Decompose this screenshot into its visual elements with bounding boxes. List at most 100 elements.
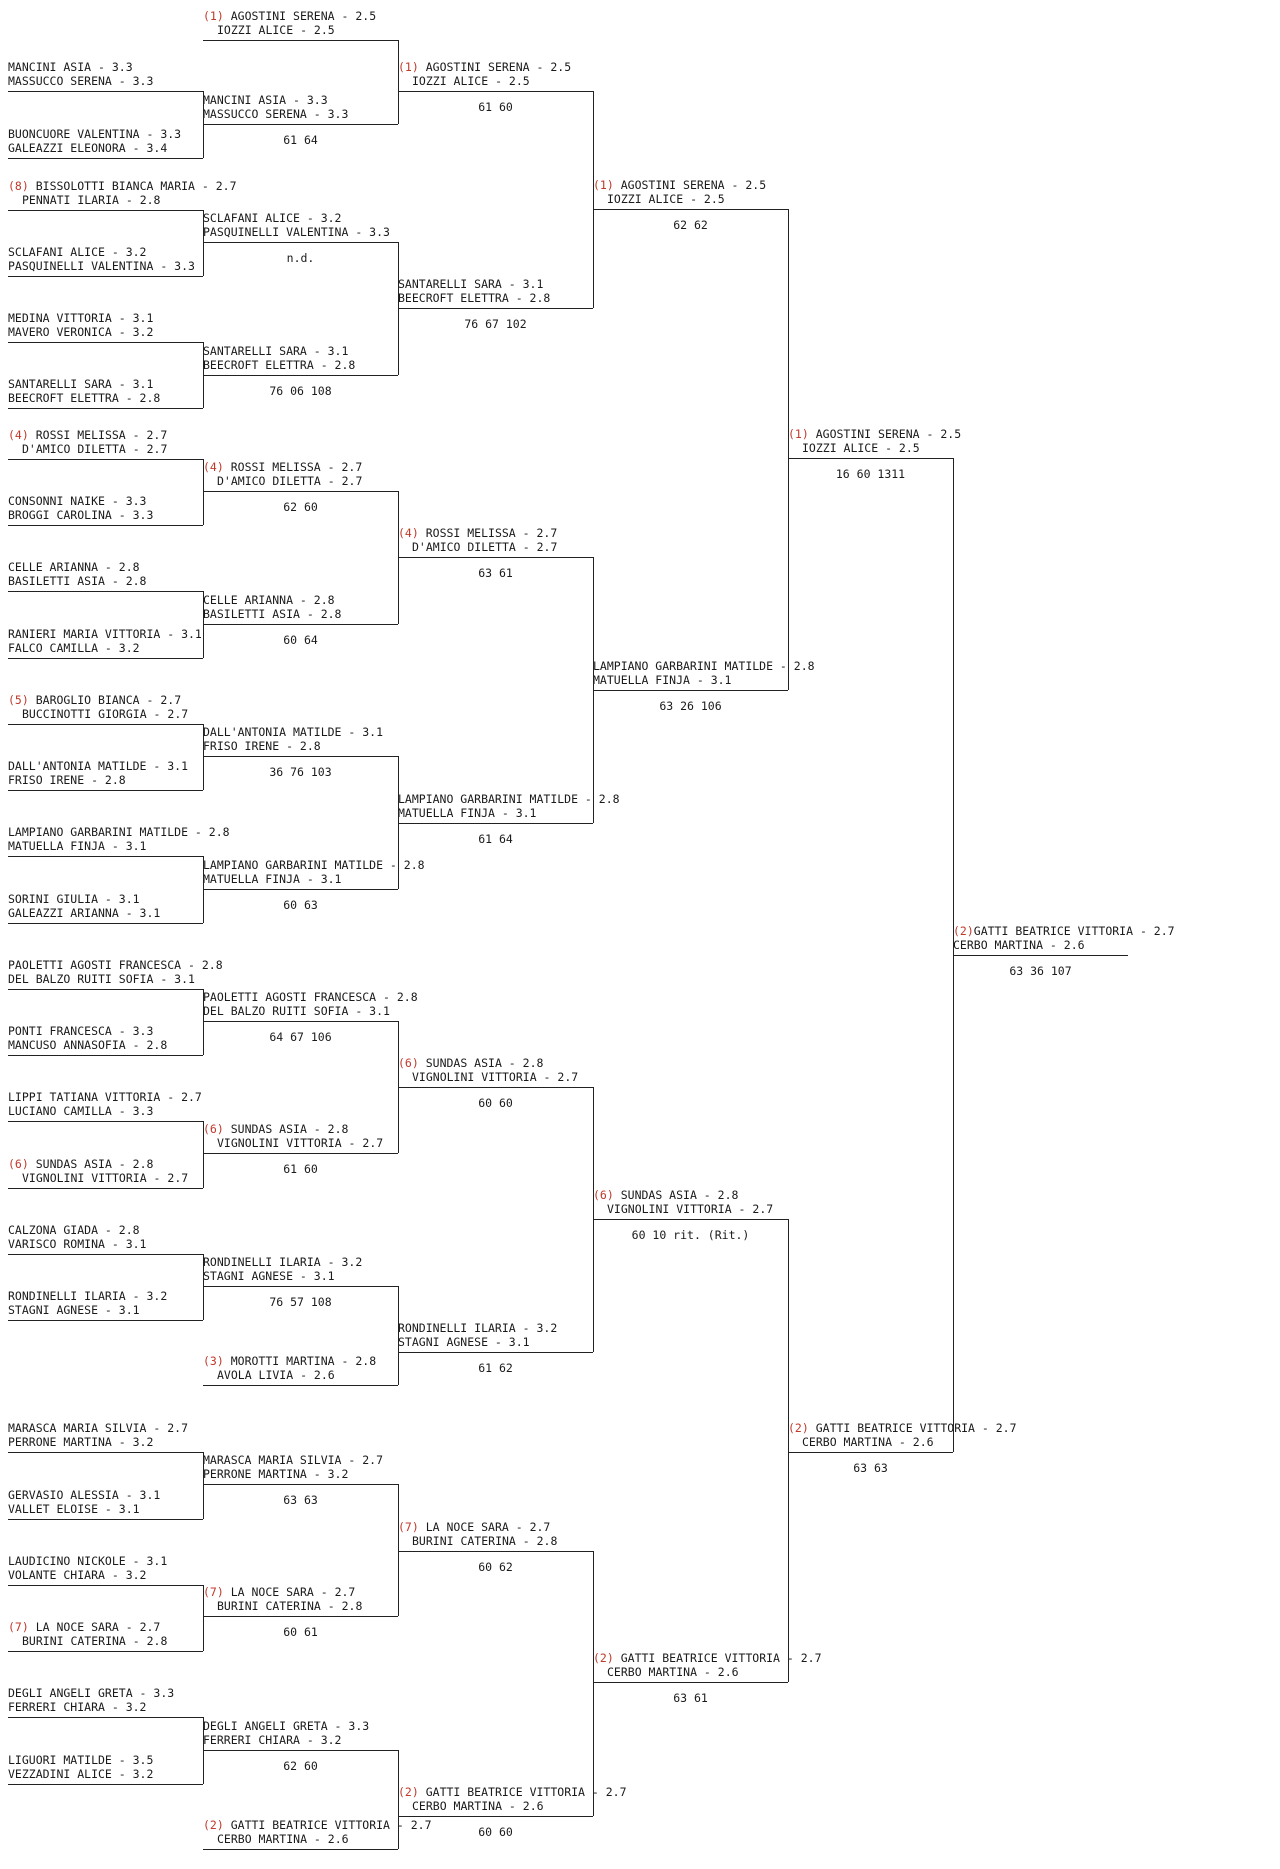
match-score: 62 62 xyxy=(673,218,708,232)
slot-underline xyxy=(8,459,203,460)
match-score: 61 64 xyxy=(283,133,318,147)
player-name: LAMPIANO GARBARINI MATILDE - 2.8 xyxy=(203,858,425,872)
player-name-text: CERBO MARTINA - 2.6 xyxy=(607,1665,739,1679)
slot-underline xyxy=(203,889,398,890)
player-name-text: MOROTTI MARTINA - 2.8 xyxy=(230,1354,377,1368)
bracket-connector xyxy=(953,458,954,1452)
player-name-text: PAOLETTI AGOSTI FRANCESCA - 2.8 xyxy=(8,958,223,972)
player-name-text: BEECROFT ELETTRA - 2.8 xyxy=(203,358,356,372)
player-name-text: GATTI BEATRICE VITTORIA - 2.7 xyxy=(815,1421,1017,1435)
player-name: LUCIANO CAMILLA - 3.3 xyxy=(8,1104,202,1118)
bracket-connector xyxy=(203,1254,204,1320)
player-name-text: VIGNOLINI VITTORIA - 2.7 xyxy=(412,1070,579,1084)
slot-underline xyxy=(203,756,398,757)
player-name: BURINI CATERINA - 2.8 xyxy=(398,1534,557,1548)
player-name: BASILETTI ASIA - 2.8 xyxy=(203,607,341,621)
player-name-text: AVOLA LIVIA - 2.6 xyxy=(217,1368,335,1382)
player-name-text: CELLE ARIANNA - 2.8 xyxy=(8,560,140,574)
bracket-connector xyxy=(593,557,594,823)
player-name: BEECROFT ELETTRA - 2.8 xyxy=(398,291,550,305)
player-name-text: PASQUINELLI VALENTINA - 3.3 xyxy=(8,259,195,273)
player-name: IOZZI ALICE - 2.5 xyxy=(593,192,766,206)
match-score: 63 36 107 xyxy=(1009,964,1072,978)
player-name: (2) GATTI BEATRICE VITTORIA - 2.7 xyxy=(593,1651,822,1665)
player-name: FALCO CAMILLA - 3.2 xyxy=(8,641,202,655)
slot-underline xyxy=(8,724,203,725)
player-name-text: CERBO MARTINA - 2.6 xyxy=(953,938,1085,952)
player-name-text: FERRERI CHIARA - 3.2 xyxy=(203,1733,342,1747)
match-score: 60 60 xyxy=(478,1825,513,1839)
player-name-text: MANCINI ASIA - 3.3 xyxy=(203,93,328,107)
player-name-text: CERBO MARTINA - 2.6 xyxy=(412,1799,544,1813)
bracket-connector xyxy=(788,1219,789,1682)
player-name: RANIERI MARIA VITTORIA - 3.1 xyxy=(8,627,202,641)
seed-label: (4) xyxy=(203,460,224,474)
match-score: 64 67 106 xyxy=(269,1030,332,1044)
player-name-text: MATUELLA FINJA - 3.1 xyxy=(593,673,732,687)
player-name-text: PONTI FRANCESCA - 3.3 xyxy=(8,1024,154,1038)
player-name: PERRONE MARTINA - 3.2 xyxy=(8,1435,188,1449)
bracket-connector xyxy=(203,591,204,658)
player-name: BROGGI CAROLINA - 3.3 xyxy=(8,508,153,522)
player-name-text: MASSUCCO SERENA - 3.3 xyxy=(203,107,349,121)
slot-underline xyxy=(8,91,203,92)
player-name: MANCINI ASIA - 3.3 xyxy=(8,60,153,74)
player-name-text: VARISCO ROMINA - 3.1 xyxy=(8,1237,147,1251)
player-name: (7) LA NOCE SARA - 2.7 xyxy=(203,1585,362,1599)
player-name-text: MATUELLA FINJA - 3.1 xyxy=(203,872,342,886)
player-name-text: LA NOCE SARA - 2.7 xyxy=(35,1620,161,1634)
player-name: MARASCA MARIA SILVIA - 2.7 xyxy=(8,1421,188,1435)
slot-underline xyxy=(203,124,398,125)
slot-underline xyxy=(8,1121,203,1122)
player-name: MASSUCCO SERENA - 3.3 xyxy=(8,74,153,88)
bracket-connector xyxy=(398,491,399,624)
player-name: (6) SUNDAS ASIA - 2.8 xyxy=(203,1122,383,1136)
slot-underline xyxy=(8,1519,203,1520)
player-name-text: SCLAFANI ALICE - 3.2 xyxy=(203,211,342,225)
player-name-text: LUCIANO CAMILLA - 3.3 xyxy=(8,1104,154,1118)
player-name-text: SANTARELLI SARA - 3.1 xyxy=(203,344,349,358)
player-name-text: D'AMICO DILETTA - 2.7 xyxy=(217,474,363,488)
slot-underline xyxy=(398,1551,593,1552)
player-name-text: RANIERI MARIA VITTORIA - 3.1 xyxy=(8,627,202,641)
player-name: PERRONE MARTINA - 3.2 xyxy=(203,1467,383,1481)
slot-underline xyxy=(8,525,203,526)
player-name: MAVERO VERONICA - 3.2 xyxy=(8,325,153,339)
player-name: RONDINELLI ILARIA - 3.2 xyxy=(203,1255,362,1269)
bracket-connector xyxy=(398,1021,399,1153)
player-name: FRISO IRENE - 2.8 xyxy=(8,773,188,787)
bracket-connector xyxy=(398,756,399,889)
slot-underline xyxy=(203,624,398,625)
player-name-text: LAMPIANO GARBARINI MATILDE - 2.8 xyxy=(8,825,230,839)
player-name-text: DALL'ANTONIA MATILDE - 3.1 xyxy=(8,759,189,773)
player-name-text: RONDINELLI ILARIA - 3.2 xyxy=(8,1289,168,1303)
player-name: (4) ROSSI MELISSA - 2.7 xyxy=(398,526,557,540)
slot-underline xyxy=(203,1616,398,1617)
slot-underline xyxy=(788,458,953,459)
player-name: CELLE ARIANNA - 2.8 xyxy=(203,593,341,607)
player-name-text: LIPPI TATIANA VITTORIA - 2.7 xyxy=(8,1090,202,1104)
player-name: (1) AGOSTINI SERENA - 2.5 xyxy=(788,427,961,441)
match-score: 61 60 xyxy=(478,100,513,114)
player-name: (4) ROSSI MELISSA - 2.7 xyxy=(8,428,167,442)
player-name: VIGNOLINI VITTORIA - 2.7 xyxy=(203,1136,383,1150)
player-name: PASQUINELLI VALENTINA - 3.3 xyxy=(8,259,195,273)
slot-underline xyxy=(8,591,203,592)
player-name-text: CERBO MARTINA - 2.6 xyxy=(217,1832,349,1846)
